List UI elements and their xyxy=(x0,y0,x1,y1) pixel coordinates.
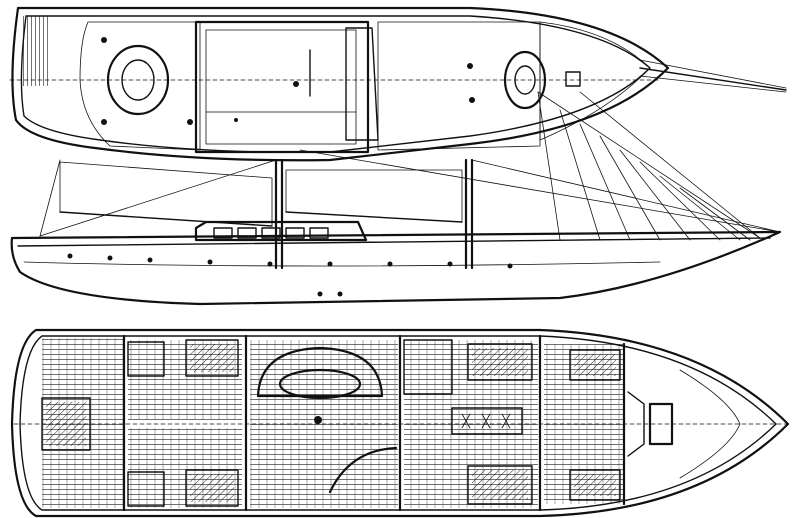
interior-hull-inner xyxy=(19,335,777,511)
skylight xyxy=(345,27,379,141)
bowsprit xyxy=(639,67,787,91)
deckhouse xyxy=(194,20,370,154)
berth-fwd-stbd xyxy=(569,469,621,501)
sail-profile xyxy=(10,91,782,306)
portholes xyxy=(67,253,513,297)
saloon-table xyxy=(278,368,362,400)
berth-fwd-port xyxy=(569,349,621,381)
deckhouse-windows xyxy=(213,227,329,239)
forepeak-locker xyxy=(648,402,674,446)
stern-hatching xyxy=(22,16,50,86)
berth-mid-port xyxy=(467,343,533,381)
deckhouse-coaming xyxy=(205,29,357,145)
accommodation-plan xyxy=(10,328,790,518)
galley-counter xyxy=(403,339,453,395)
deck-plan xyxy=(9,6,787,162)
deck-hull-outline xyxy=(11,6,670,162)
berth-aft-stbd xyxy=(185,469,239,507)
profile-hull xyxy=(10,230,782,306)
aft-berth xyxy=(41,397,91,451)
berth-aft-port xyxy=(185,339,239,377)
windlass xyxy=(565,71,581,87)
nav-station xyxy=(451,407,523,435)
head-aft-stbd xyxy=(127,471,165,507)
profile-deckhouse xyxy=(194,220,368,242)
fwd-deck-planking xyxy=(377,21,541,151)
head-aft-port xyxy=(127,341,165,377)
saloon-settee-stbd xyxy=(328,446,398,494)
foredeck-planking xyxy=(539,21,651,141)
deck-fittings xyxy=(101,37,475,125)
foresail xyxy=(537,91,761,241)
interior-hull-outline xyxy=(10,328,790,518)
saloon-settee xyxy=(256,346,384,398)
berth-mid-stbd xyxy=(467,465,533,505)
aft-deck-planking xyxy=(79,21,201,151)
foresail-seams xyxy=(559,109,751,241)
saloon-floor xyxy=(250,340,398,508)
